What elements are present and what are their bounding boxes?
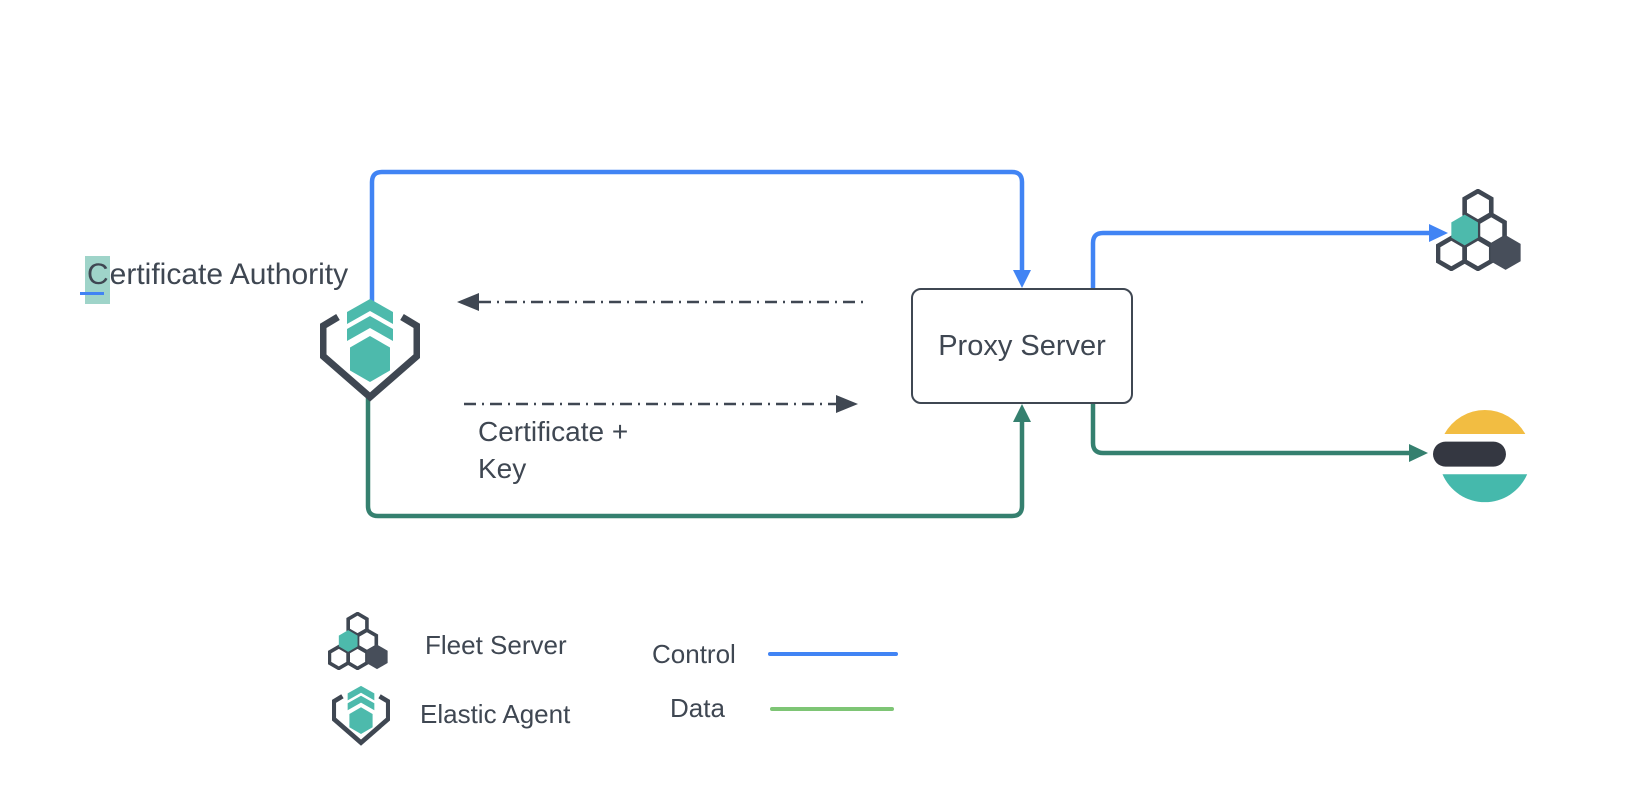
legend-label-control[interactable]: Control xyxy=(652,639,736,669)
fleet-server-icon[interactable] xyxy=(1436,189,1524,271)
legend-data-line-sample[interactable] xyxy=(770,707,894,711)
dashed-connector-agent-to-proxy[interactable] xyxy=(464,395,858,413)
elastic-agent-icon[interactable] xyxy=(320,296,420,406)
control-connector-proxy-to-fleet[interactable] xyxy=(1090,224,1448,289)
proxy-server-label: Proxy Server xyxy=(938,329,1106,362)
elastic-agent-legend-icon[interactable] xyxy=(332,684,390,748)
dashed-connector-proxy-to-agent[interactable] xyxy=(457,293,866,311)
legend-label-fleet-server[interactable]: Fleet Server xyxy=(425,630,567,660)
selected-character[interactable]: C xyxy=(80,256,110,304)
certificate-key-line2: Key xyxy=(478,453,527,484)
certificate-authority-label-text: ertificate Authority xyxy=(109,258,349,291)
proxy-server-node[interactable]: Proxy Server xyxy=(911,288,1133,404)
control-connector-agent-to-proxy[interactable] xyxy=(369,169,1031,302)
certificate-key-annotation[interactable]: Certificate + Key xyxy=(478,413,628,487)
data-connector-agent-to-proxy[interactable] xyxy=(365,398,1031,519)
certificate-authority-label[interactable]: Certificate Authority xyxy=(80,256,349,304)
certificate-key-line1: Certificate + xyxy=(478,416,629,447)
elasticsearch-logo[interactable] xyxy=(1433,403,1529,511)
legend-label-elastic-agent[interactable]: Elastic Agent xyxy=(420,699,571,729)
data-connector-proxy-to-elasticsearch[interactable] xyxy=(1090,402,1428,462)
fleet-server-legend-icon[interactable] xyxy=(328,612,390,670)
legend-control-line-sample[interactable] xyxy=(768,652,898,656)
legend-label-data[interactable]: Data xyxy=(670,693,725,723)
